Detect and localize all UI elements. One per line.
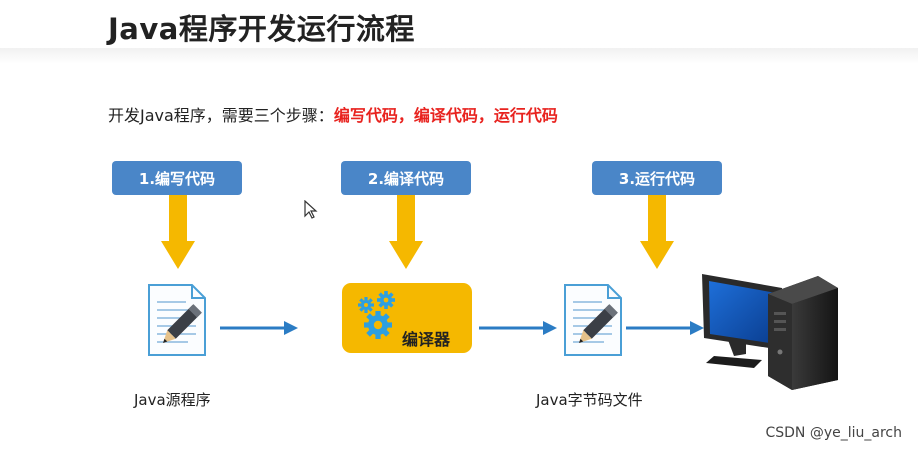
down-arrow-icon <box>161 195 195 269</box>
document-pencil-icon <box>148 284 206 356</box>
gears-icon <box>358 291 395 339</box>
intro-text: 开发Java程序，需要三个步骤：编写代码，编译代码，运行代码 <box>108 102 558 126</box>
compiler-box: 编译器 <box>342 283 472 353</box>
flow-arrow-icon <box>220 321 298 335</box>
computer-icon <box>702 274 838 390</box>
intro-prefix: 开发Java程序，需要三个步骤： <box>108 106 334 125</box>
header-divider <box>0 48 918 64</box>
down-arrow-icon <box>389 195 423 269</box>
intro-highlight: 编写代码，编译代码，运行代码 <box>333 106 558 125</box>
down-arrow-icon <box>640 195 674 269</box>
document-pencil-icon <box>564 284 622 356</box>
bytecode-file-caption: Java字节码文件 <box>536 391 643 409</box>
watermark: CSDN @ye_liu_arch <box>765 425 902 441</box>
step-3-box: 3.运行代码 <box>592 161 722 195</box>
mouse-cursor-icon <box>304 200 318 219</box>
source-program-caption: Java源程序 <box>134 391 211 409</box>
step-1-box: 1.编写代码 <box>112 161 242 195</box>
page-title: Java程序开发运行流程 <box>108 12 415 46</box>
step-2-box: 2.编译代码 <box>341 161 471 195</box>
compiler-label: 编译器 <box>402 330 451 349</box>
flow-arrow-icon <box>626 321 704 335</box>
flow-arrow-icon <box>479 321 557 335</box>
